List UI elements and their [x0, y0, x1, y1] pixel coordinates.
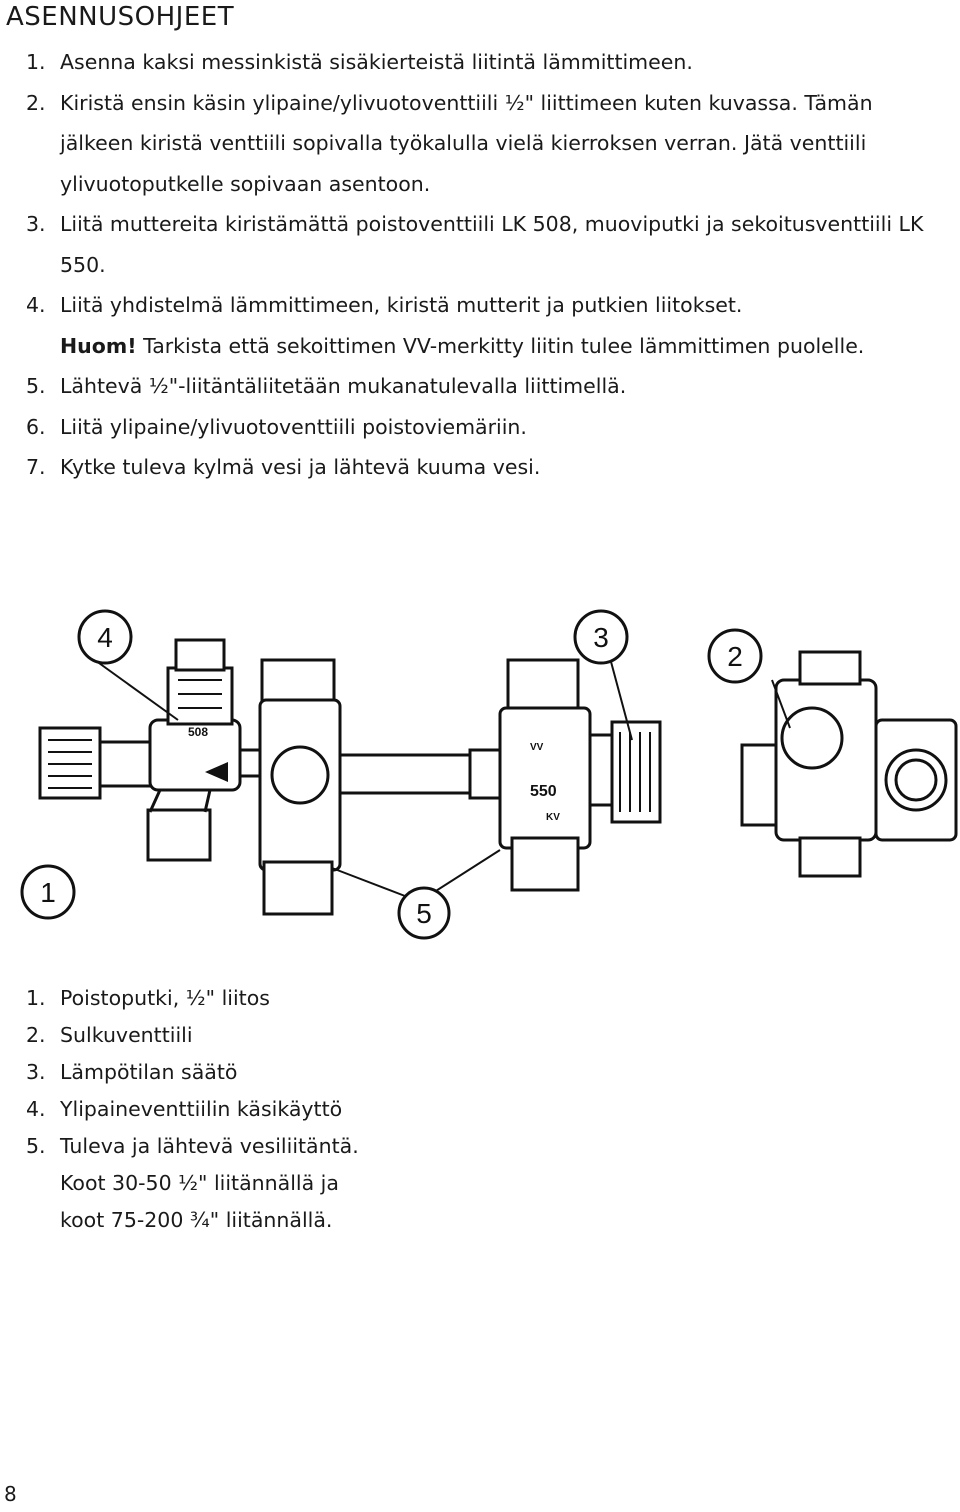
valve-550-label: 550: [530, 783, 557, 800]
legend-text: Tuleva ja lähtevä vesiliitäntä.: [60, 1134, 359, 1158]
legend-number: 3.: [26, 1060, 46, 1084]
callout-5: [397, 886, 451, 940]
callout-1: [20, 864, 76, 920]
step-number: 6.: [26, 414, 46, 439]
legend-item: 5. Tuleva ja lähtevä vesiliitäntä.: [26, 1128, 359, 1165]
page-title: ASENNUSOHJEET: [6, 2, 235, 32]
legend-number: 2.: [26, 1023, 46, 1047]
shutoff-handle: [780, 706, 844, 770]
page-number: 8: [4, 1482, 17, 1506]
mixer-top-nut: [506, 658, 580, 710]
step-text: Kytke tuleva kylmä vesi ja lähtevä kuuma…: [60, 455, 541, 479]
legend-item: 2. Sulkuventtiili: [26, 1017, 359, 1054]
step-number: 4.: [26, 293, 46, 317]
note-label: Huom!: [60, 333, 137, 358]
shutoff-top-nut: [798, 650, 862, 686]
step-text: Liitä ylipaine/ylivuotoventtiili poistov…: [60, 414, 527, 439]
step-text: Asenna kaksi messinkistä sisäkierteistä …: [60, 50, 693, 74]
step-number: 5.: [26, 374, 46, 398]
step-item: 2. Kiristä ensin käsin ylipaine/ylivuotov…: [26, 83, 946, 205]
step-item: 5. Lähtevä ½"-liitäntäliitetään mukanatul…: [26, 366, 946, 407]
legend-continuation: koot 75-200 ¾" liitännällä.: [60, 1208, 333, 1232]
instruction-list: 1. Asenna kaksi messinkistä sisäkierteist…: [26, 42, 946, 488]
tee-bottom-nut: [262, 860, 334, 916]
callout-4-text: 4: [97, 622, 113, 653]
valve-assembly-diagram: 508 550 VV KV 4 3 2 1 5: [20, 609, 958, 940]
valve-508-label: 508: [188, 725, 208, 739]
step-item: 7. Kytke tuleva kylmä vesi ja lähtevä kuu…: [26, 447, 946, 488]
step-item: 3. Liitä muttereita kiristämättä poistove…: [26, 204, 946, 285]
callout-4: [77, 609, 133, 665]
mixing-valve-body: [498, 706, 592, 850]
legend-text: Sulkuventtiili: [60, 1023, 193, 1047]
legend-text: Ylipaineventtiilin käsikäyttö: [60, 1097, 343, 1121]
mixer-bottom-nut: [510, 836, 580, 892]
legend-item: 3. Lämpötilan säätö: [26, 1054, 359, 1091]
step-text: Lähtevä ½"-liitäntäliitetään mukanatulev…: [60, 374, 627, 398]
step-item: 6. Liitä ylipaine/ylivuotoventtiili poist…: [26, 407, 946, 448]
callout-3-text: 3: [593, 622, 609, 653]
legend-continuation: Koot 30-50 ½" liitännällä ja: [60, 1171, 339, 1195]
callout-2-text: 2: [727, 641, 743, 672]
callout-3: [573, 609, 629, 665]
step-item: 1. Asenna kaksi messinkistä sisäkierteist…: [26, 42, 946, 83]
legend-number: 1.: [26, 986, 46, 1010]
connecting-pipe: [338, 753, 474, 795]
step-number: 3.: [26, 212, 46, 236]
legend-text: Poistoputki, ½" liitos: [60, 986, 270, 1010]
legend-item: 4. Ylipaineventtiilin käsikäyttö: [26, 1091, 359, 1128]
parts-legend: 1. Poistoputki, ½" liitos 2. Sulkuventtiil…: [26, 980, 359, 1239]
legend-number: 4.: [26, 1097, 46, 1121]
legend-item: 1. Poistoputki, ½" liitos: [26, 980, 359, 1017]
note: Huom! Tarkista että sekoittimen VV-merki…: [26, 326, 946, 367]
step-item: 4. Liitä yhdistelmä lämmittimeen, kiristä…: [26, 285, 946, 326]
step-text: Liitä yhdistelmä lämmittimeen, kiristä m…: [60, 293, 743, 317]
legend-text: Lämpötilan säätö: [60, 1060, 238, 1084]
top-nut: [166, 666, 234, 726]
callout-1-text: 1: [40, 877, 56, 908]
step-text: Liitä muttereita kiristämättä poistovent…: [60, 212, 924, 277]
step-number: 7.: [26, 455, 46, 479]
shutoff-bottom-nut: [798, 836, 862, 878]
step-number: 1.: [26, 50, 46, 74]
note-text: Tarkista että sekoittimen VV-merkitty li…: [136, 333, 865, 358]
drain-outlet-nut: [146, 808, 212, 862]
step-text: Kiristä ensin käsin ylipaine/ylivuotoven…: [60, 90, 873, 196]
step-number: 2.: [26, 90, 46, 115]
kv-port-label: KV: [546, 812, 560, 823]
vv-port-label: VV: [530, 742, 544, 753]
callout-5-text: 5: [416, 898, 432, 929]
callout-2: [707, 628, 763, 684]
legend-number: 5.: [26, 1134, 46, 1158]
